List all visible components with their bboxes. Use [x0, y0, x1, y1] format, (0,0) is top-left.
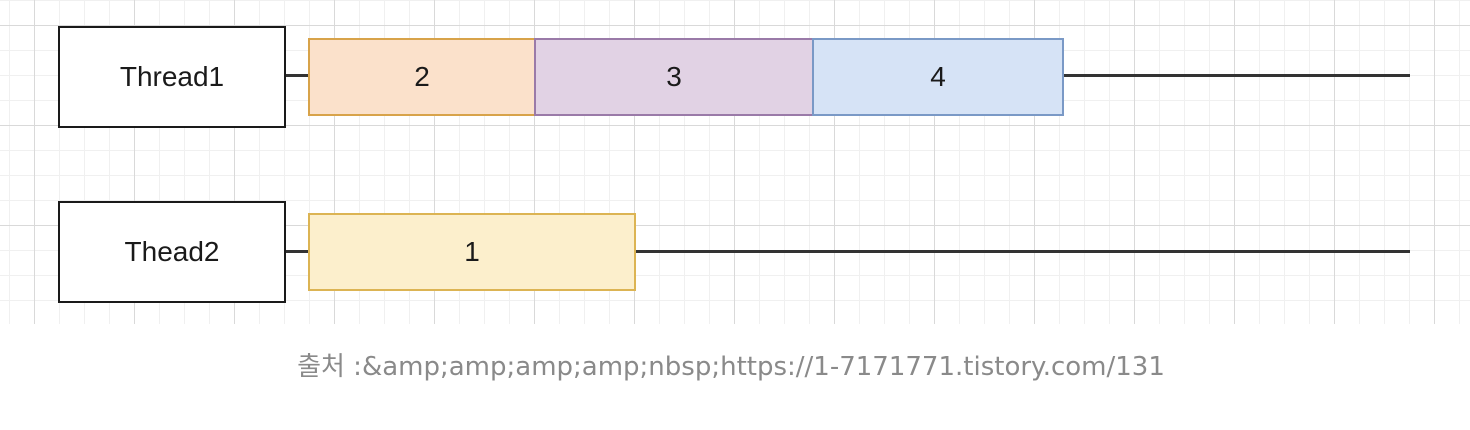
thread-timeline-diagram: Thread1 2 3 4 Thead2 1 — [0, 0, 1470, 324]
task-box-1: 1 — [308, 213, 636, 291]
task-box-4: 4 — [812, 38, 1064, 116]
thread1-label: Thread1 — [58, 26, 286, 128]
thread2-label: Thead2 — [58, 201, 286, 303]
task-box-2: 2 — [308, 38, 536, 116]
task-box-3: 3 — [534, 38, 814, 116]
source-caption: 출처 :&amp;amp;amp;amp;nbsp;https://1-7171… — [297, 352, 1165, 382]
thread2-timeline — [284, 250, 1410, 253]
